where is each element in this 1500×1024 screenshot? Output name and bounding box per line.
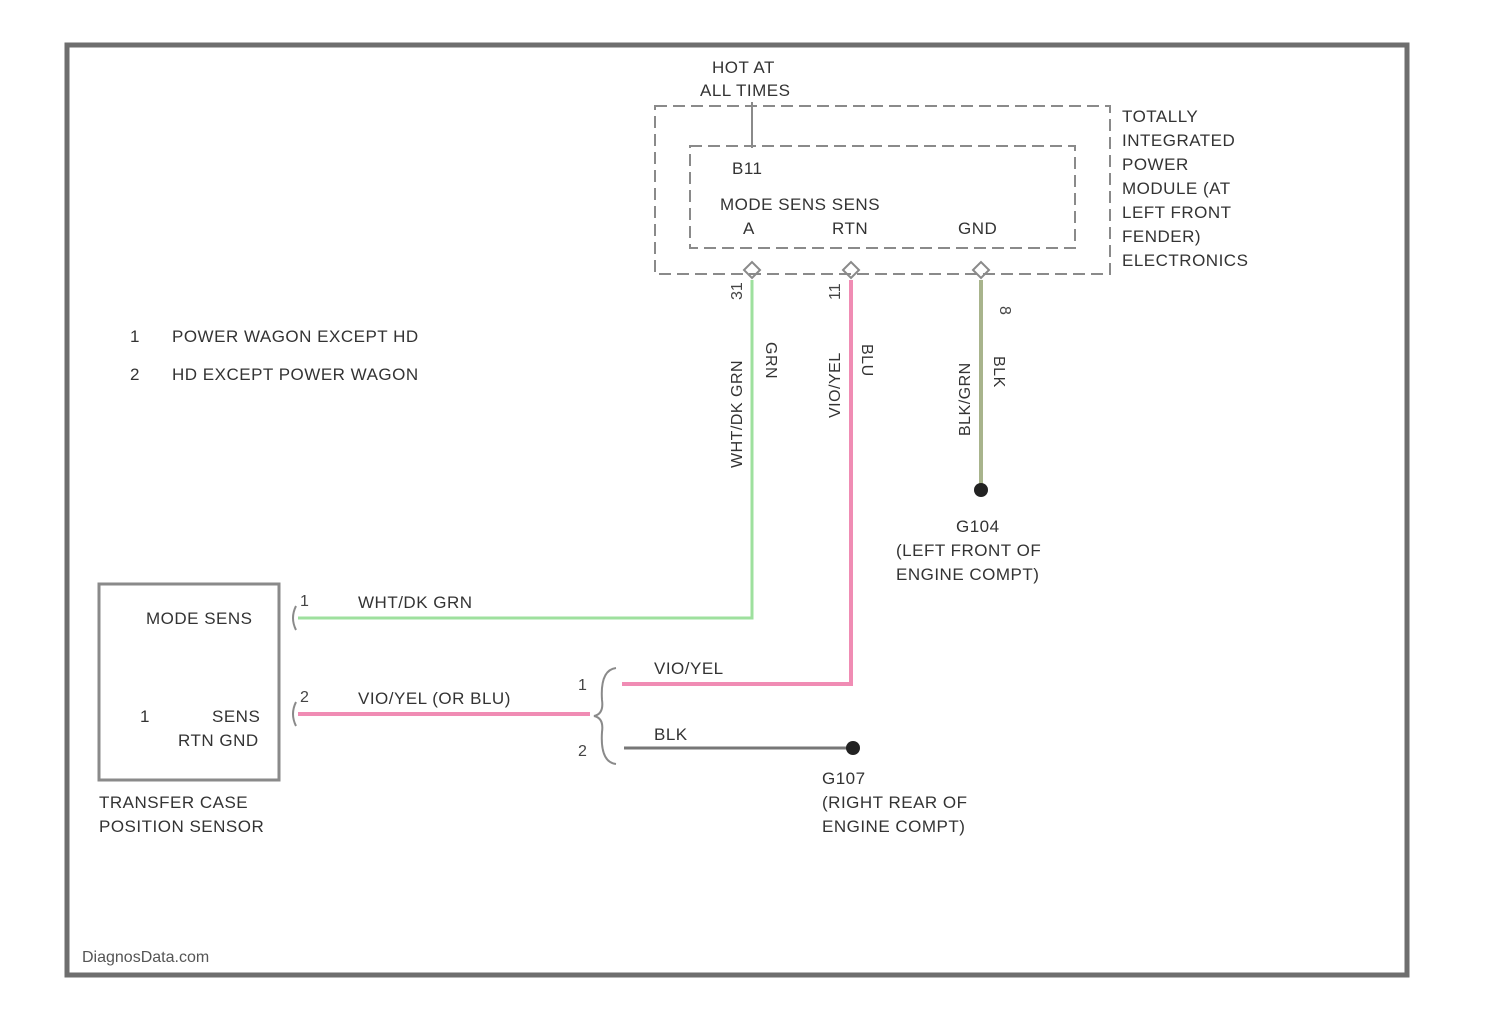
sensor-connector-pin-2: [293, 702, 296, 726]
module-name-line-2: INTEGRATED: [1122, 131, 1235, 150]
wire-sens-rtn: [622, 280, 851, 684]
wire-label-branch-1: VIO/YEL: [654, 659, 724, 678]
note-1-text: POWER WAGON EXCEPT HD: [172, 327, 419, 346]
wire-label-branch-2: BLK: [654, 725, 688, 744]
ground-g107-line-2: ENGINE COMPT): [822, 817, 965, 836]
sensor-rtn-gnd-label: RTN GND: [178, 731, 259, 750]
note-1-number: 1: [130, 327, 140, 346]
branch-pin-1-number: 1: [578, 677, 587, 694]
sensor-connector-pin-1: [293, 606, 296, 630]
sensor-pin-2-number: 2: [300, 689, 309, 706]
wire-label-gnd-vertical-1: BLK/GRN: [957, 362, 974, 436]
module-name-line-1: TOTALLY: [1122, 107, 1198, 126]
wire-label-rtn-vertical-2: BLU: [858, 344, 875, 377]
ground-g104-line-2: ENGINE COMPT): [896, 565, 1039, 584]
module-name-line-3: POWER: [1122, 155, 1189, 174]
sensor-mode-sens-label: MODE SENS: [146, 609, 253, 628]
watermark: DiagnosData.com: [82, 949, 209, 966]
sensor-pin-1-number: 1: [300, 593, 309, 610]
module-pin-header-gnd: GND: [958, 219, 997, 238]
option-branch-brace: [594, 668, 616, 764]
ground-g104-dot: [974, 483, 988, 497]
module-name-line-6: FENDER): [1122, 227, 1201, 246]
module-terminal-mode: [744, 262, 760, 278]
wire-label-rtn-vertical-1: VIO/YEL: [827, 352, 844, 418]
note-2-number: 2: [130, 365, 140, 384]
wire-label-mode-vertical-2: GRN: [762, 342, 779, 379]
module-terminal-rtn: [843, 262, 859, 278]
module-pin-number-mode: 31: [729, 282, 746, 300]
ground-g107-line-1: (RIGHT REAR OF: [822, 793, 968, 812]
module-pin-number-gnd: 8: [996, 306, 1013, 315]
module-pin-header-rtn: RTN: [832, 219, 868, 238]
note-2-text: HD EXCEPT POWER WAGON: [172, 365, 419, 384]
module-name-line-4: MODULE (AT: [1122, 179, 1231, 198]
module-terminal-gnd: [973, 262, 989, 278]
sensor-sens-label: SENS: [212, 707, 260, 726]
module-pin-number-rtn: 11: [827, 283, 844, 300]
wire-label-rtn-horizontal: VIO/YEL (OR BLU): [358, 689, 511, 708]
sensor-name-line-2: POSITION SENSOR: [99, 817, 264, 836]
wire-label-mode-horizontal: WHT/DK GRN: [358, 593, 473, 612]
module-pin-header-1: MODE SENS SENS: [720, 195, 880, 214]
ground-g107-id: G107: [822, 769, 866, 788]
power-label-line-1: HOT AT: [712, 58, 775, 77]
branch-pin-2-number: 2: [578, 743, 587, 760]
ground-g107-dot: [846, 741, 860, 755]
module-name-line-5: LEFT FRONT: [1122, 203, 1232, 222]
module-section-label: ELECTRONICS: [1122, 251, 1248, 270]
sensor-name-line-1: TRANSFER CASE: [99, 793, 248, 812]
module-pin-header-a: A: [743, 219, 755, 238]
wire-label-gnd-vertical-2: BLK: [990, 356, 1007, 388]
ground-g104-id: G104: [956, 517, 1000, 536]
power-label-line-2: ALL TIMES: [700, 81, 790, 100]
sensor-note-ref: 1: [140, 707, 150, 726]
wire-label-mode-vertical-1: WHT/DK GRN: [729, 360, 746, 468]
module-connector-id: B11: [732, 159, 763, 178]
ground-g104-line-1: (LEFT FRONT OF: [896, 541, 1041, 560]
